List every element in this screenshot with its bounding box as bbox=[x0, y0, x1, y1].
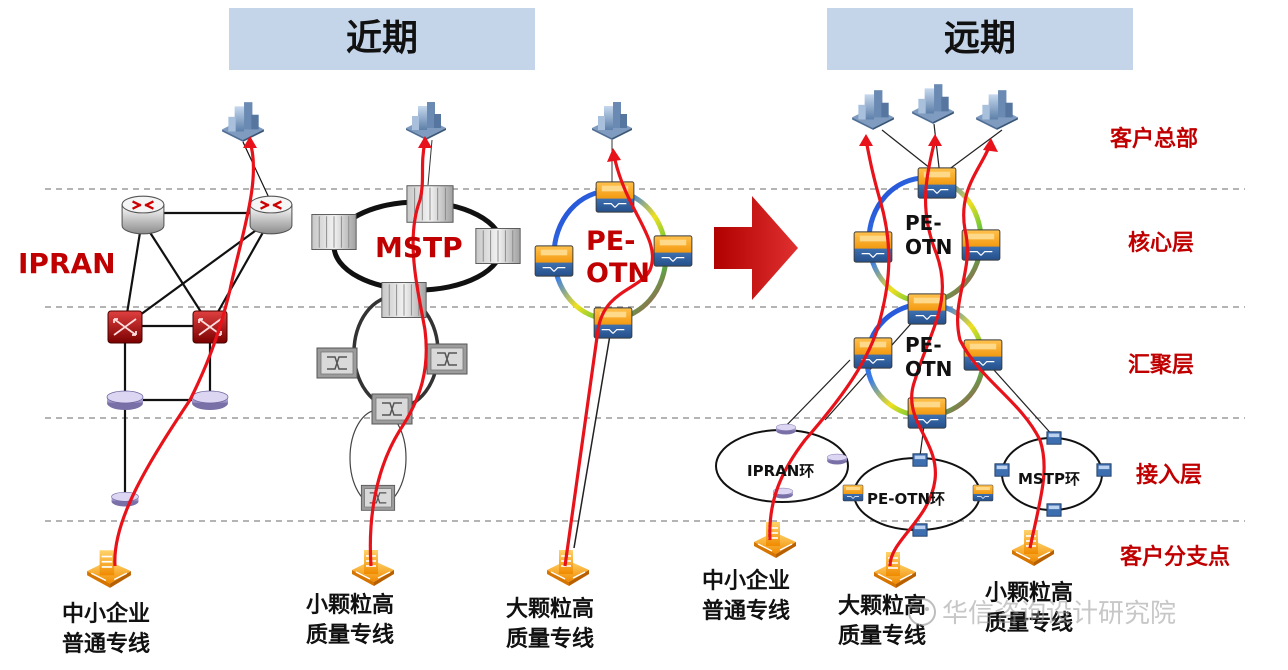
branch-building-far-sme-icon bbox=[753, 521, 797, 558]
mstp-ring-label: MSTP环 bbox=[1018, 470, 1080, 488]
transition-arrow-icon bbox=[714, 196, 798, 300]
far-sme-service-path bbox=[768, 139, 891, 541]
layer-label-branch: 客户分支点 bbox=[1120, 544, 1230, 570]
far-small-caption-line1: 小颗粒高 bbox=[985, 580, 1073, 606]
agg-ring-label-line2: OTN bbox=[905, 357, 952, 381]
branch-building-small-icon bbox=[351, 549, 395, 586]
far-sme-caption-line1: 中小企业 bbox=[702, 568, 790, 594]
near-sme-caption-line2: 普通专线 bbox=[62, 631, 150, 657]
hq-building-far-3-icon bbox=[976, 90, 1018, 130]
layer-label-aggregation: 汇聚层 bbox=[1128, 353, 1194, 378]
near-sme-caption-line1: 中小企业 bbox=[62, 601, 150, 627]
peotn-ring-node-right-icon bbox=[972, 484, 994, 502]
long-term-network: PE- OTN PE- OTN IPRAN环 PE-OTN环 MSTP环 bbox=[715, 84, 1112, 588]
mstp-ring-node-right-icon bbox=[1096, 463, 1112, 477]
hq-building-peotn-icon bbox=[592, 102, 632, 140]
wechat-logo-icon bbox=[908, 598, 936, 626]
peotn-ring-label: PE-OTN环 bbox=[867, 490, 945, 508]
hq-building-far-2-icon bbox=[912, 84, 954, 124]
hq-building-far-1-icon bbox=[852, 90, 894, 130]
near-large-caption-line2: 质量专线 bbox=[506, 626, 594, 652]
peotn-node-left-icon bbox=[534, 245, 574, 277]
mstp-network: MSTP bbox=[311, 102, 521, 586]
service-captions: 中小企业 普通专线 小颗粒高 质量专线 大颗粒高 质量专线 中小企业 普通专线 … bbox=[62, 568, 1073, 657]
core-ring-label-line2: OTN bbox=[905, 235, 952, 259]
watermark: 华信咨询设计研究院 bbox=[908, 598, 1176, 629]
layer-label-hq: 客户总部 bbox=[1110, 126, 1198, 152]
mstp-core-rack-right-icon bbox=[475, 227, 521, 265]
mstp-access-left-icon bbox=[316, 347, 358, 379]
ipran-ring-node-top-icon bbox=[775, 423, 797, 435]
mstp-ring-node-top-icon bbox=[1046, 431, 1062, 445]
far-large-caption-line2: 质量专线 bbox=[838, 623, 926, 649]
ipran-network: IPRAN bbox=[18, 102, 294, 588]
hq-building-mstp-icon bbox=[406, 102, 446, 140]
hq-building-ipran-icon bbox=[222, 102, 264, 142]
near-term-header: 近期 bbox=[229, 8, 535, 70]
branch-building-far-large-icon bbox=[873, 551, 917, 588]
peotn-node-right-icon bbox=[653, 235, 693, 267]
peotn-near-service-path bbox=[563, 159, 655, 567]
ipran-agg-switch-left-icon bbox=[107, 310, 143, 344]
layer-labels: 客户总部 核心层 汇聚层 接入层 客户分支点 bbox=[1110, 126, 1230, 570]
near-small-caption-line2: 质量专线 bbox=[306, 622, 394, 648]
mstp-ring-node-left-icon bbox=[994, 463, 1010, 477]
far-small-caption-line2: 质量专线 bbox=[985, 610, 1073, 636]
near-large-caption-line1: 大颗粒高 bbox=[506, 596, 594, 622]
long-term-header: 远期 bbox=[827, 8, 1133, 70]
far-large-caption-line1: 大颗粒高 bbox=[838, 593, 926, 619]
peotn-ring-node-bottom-icon bbox=[912, 523, 928, 537]
ipran-label: IPRAN bbox=[18, 247, 116, 280]
mstp-label: MSTP bbox=[375, 231, 463, 264]
agg-ring-label-line1: PE- bbox=[905, 333, 942, 357]
ipran-service-path bbox=[113, 141, 256, 567]
core-node-top-icon bbox=[917, 167, 957, 199]
core-ring-label-line1: PE- bbox=[905, 211, 942, 235]
ipran-access-router-right-icon bbox=[191, 390, 229, 411]
mstp-access-right-icon bbox=[426, 343, 468, 375]
layer-label-core: 核心层 bbox=[1128, 230, 1194, 256]
peotn-near-label-line2: OTN bbox=[586, 258, 650, 289]
ipran-core-router-right-icon bbox=[248, 195, 294, 235]
watermark-text: 华信咨询设计研究院 bbox=[942, 599, 1176, 629]
mstp-service-path bbox=[368, 141, 428, 567]
ipran-ring-label: IPRAN环 bbox=[747, 462, 814, 480]
layer-label-access: 接入层 bbox=[1136, 463, 1202, 488]
peotn-near-label-line1: PE- bbox=[586, 226, 635, 257]
peotn-ring-node-top-icon bbox=[912, 453, 928, 467]
ipran-core-router-left-icon bbox=[120, 195, 166, 235]
mstp-ring-node-bottom-icon bbox=[1046, 503, 1062, 517]
far-small-service-path bbox=[955, 144, 1046, 549]
mstp-core-rack-left-icon bbox=[311, 213, 357, 251]
far-sme-caption-line2: 普通专线 bbox=[702, 598, 790, 624]
peotn-ring-node-left-icon bbox=[842, 484, 864, 502]
branch-building-sme-icon bbox=[86, 549, 132, 588]
near-small-caption-line1: 小颗粒高 bbox=[306, 592, 394, 618]
ipran-access-router-left-icon bbox=[106, 390, 144, 411]
peotn-near-network: PE- OTN bbox=[534, 102, 693, 586]
ipran-ring-node-right-icon bbox=[826, 453, 848, 465]
far-large-service-path bbox=[888, 139, 944, 567]
